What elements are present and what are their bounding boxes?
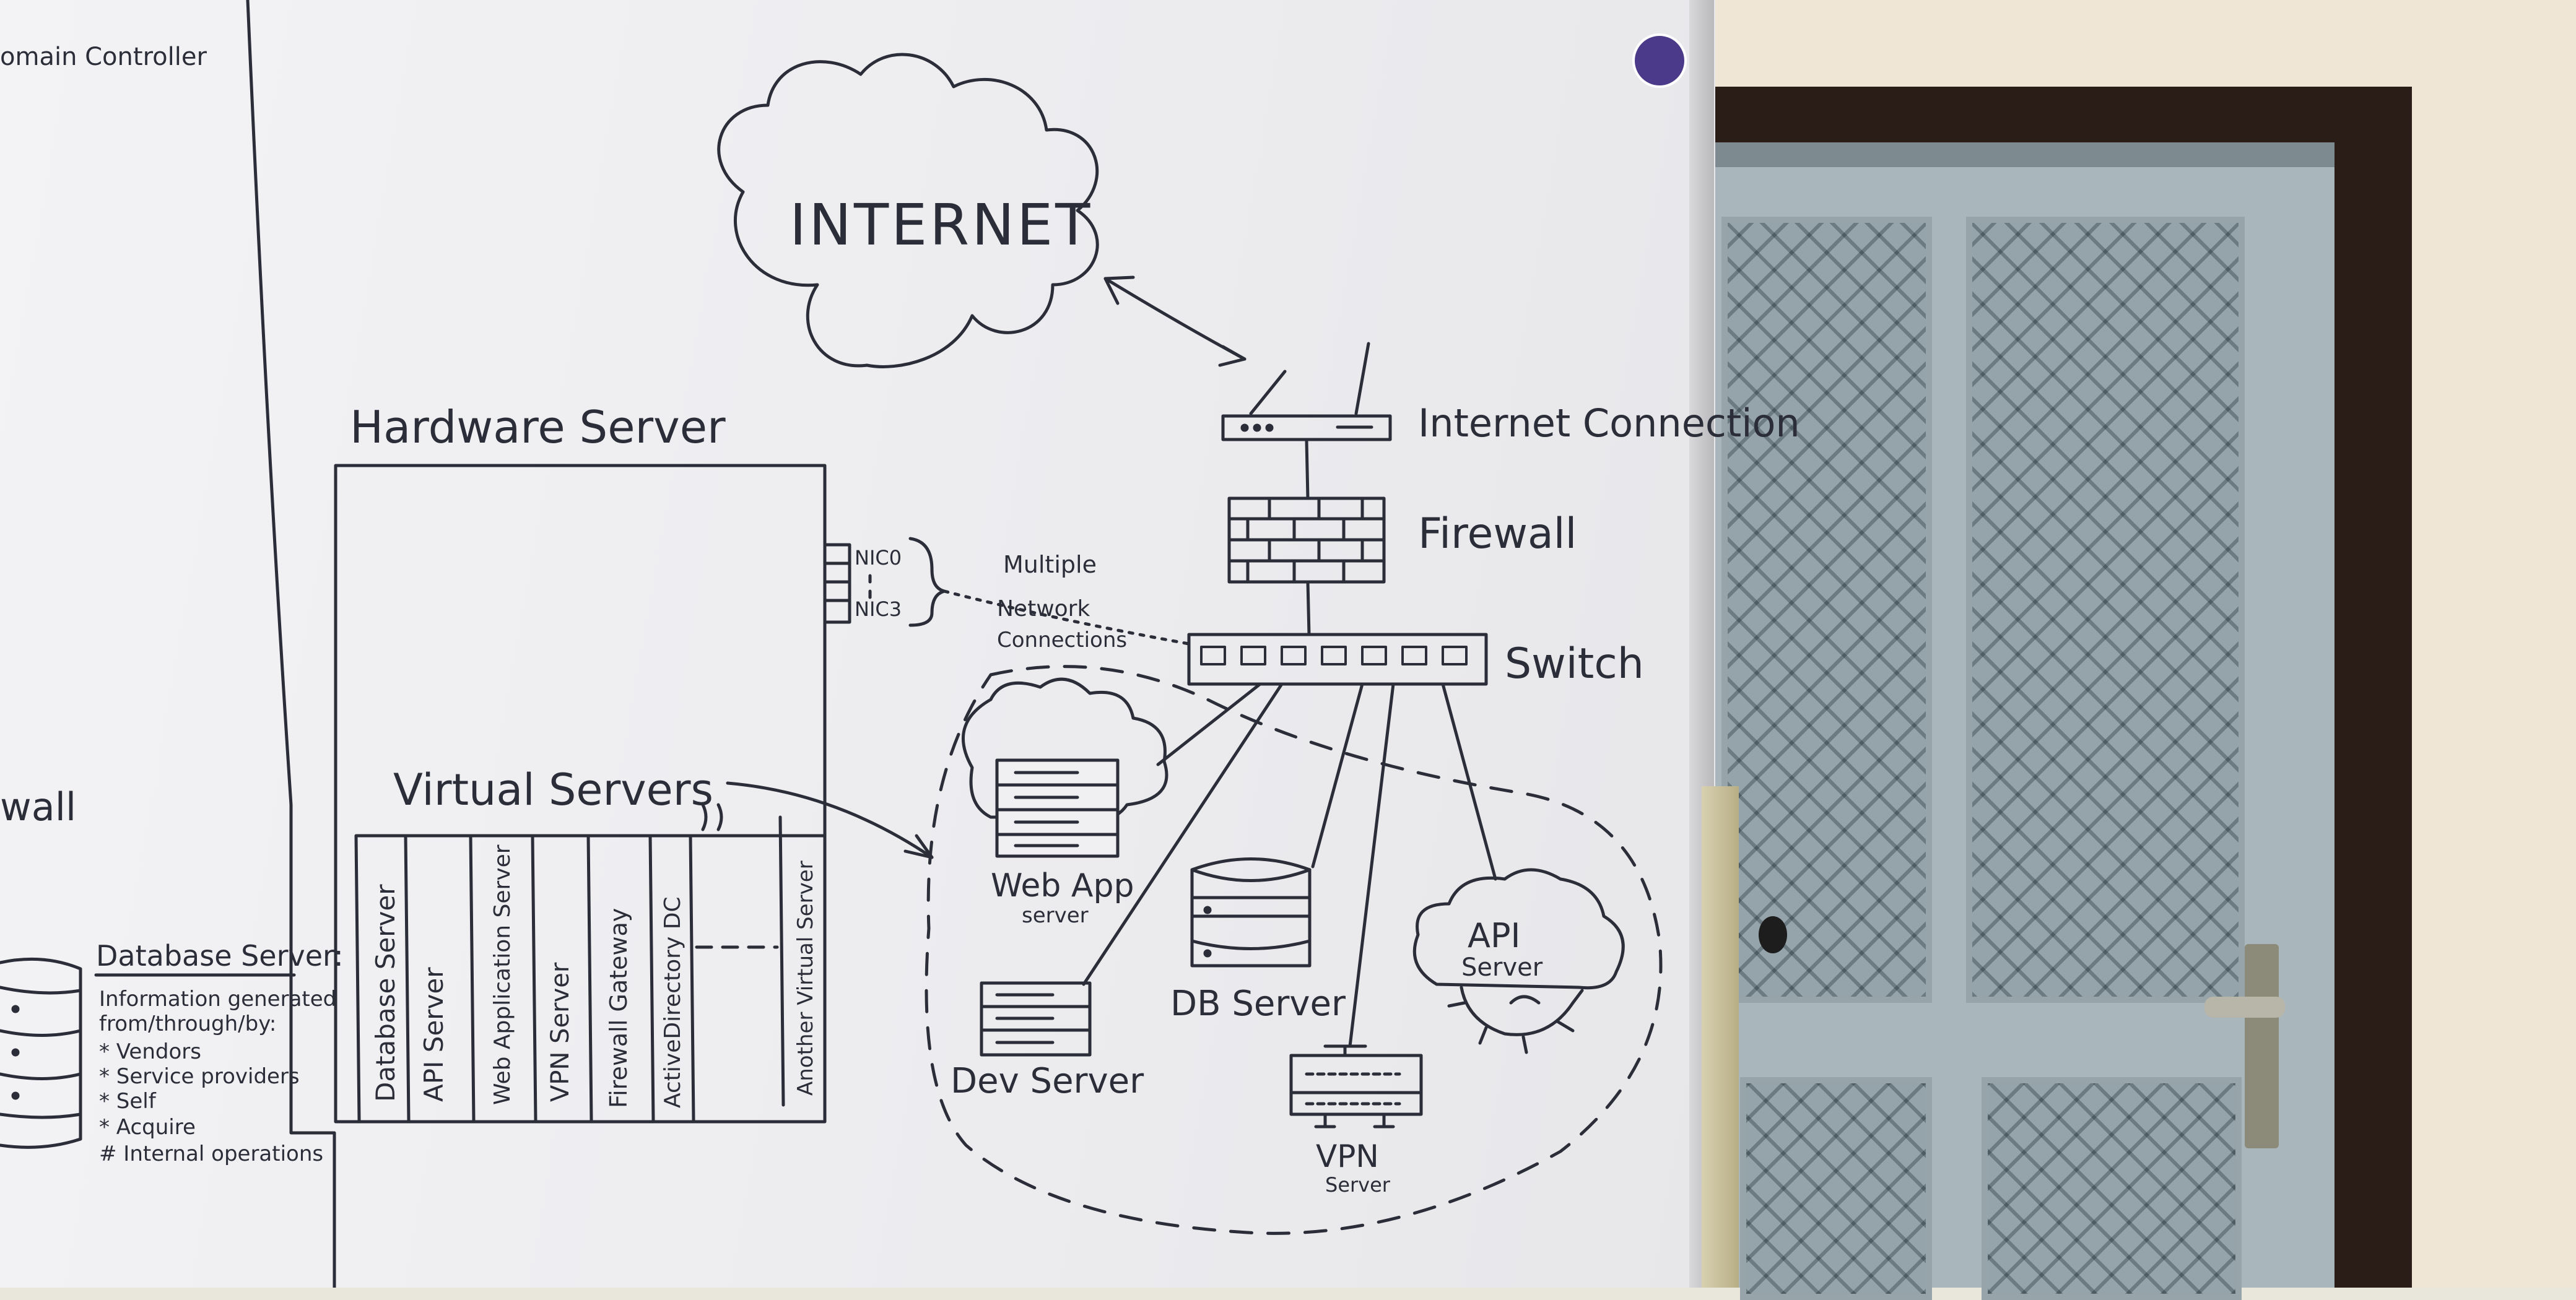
slot-api-server: API Server: [419, 967, 449, 1102]
door-glass-panel-top-right: [1966, 217, 2245, 1003]
connections-label: Connections: [997, 628, 1127, 652]
slot-another-virtual-server: Another Virtual Server: [793, 860, 818, 1096]
slot-web-application-server: Web Application Server: [490, 844, 515, 1105]
switch-dev-server-link: [1082, 682, 1284, 986]
firewall-label: Firewall: [1418, 509, 1577, 558]
internet-link-arrowhead-bottom: [1218, 345, 1247, 367]
virtual-servers-arrow: [726, 781, 934, 859]
web-app-server-icon: [995, 758, 1120, 858]
internet-cloud: [717, 53, 1099, 368]
database-note-line: * Acquire: [99, 1115, 196, 1140]
board-divider-line: [246, 0, 336, 1288]
whiteboard-hinge: [1702, 786, 1739, 1288]
switch-icon: [1187, 633, 1488, 686]
web-app-label: Web App: [991, 867, 1134, 904]
nic-bottom-label: NIC3: [855, 597, 902, 621]
door-handle[interactable]: [2204, 997, 2285, 1018]
database-notes-lines: Information generated from/through/by: *…: [99, 987, 336, 1166]
web-app-sublabel: server: [1022, 903, 1089, 928]
vpn-sublabel: Server: [1325, 1173, 1391, 1197]
slot-database-server: Database Server: [370, 884, 401, 1102]
switch-web-app-link: [1156, 682, 1262, 766]
switch-api-link: [1441, 682, 1497, 881]
multiple-label: Multiple: [1003, 551, 1097, 578]
whiteboard: [0, 0, 1715, 1288]
db-server-label: DB Server: [1170, 984, 1346, 1024]
database-note-line: Information generated: [99, 987, 336, 1012]
api-server-gear-icon: [1447, 986, 1584, 1054]
switch-vpn-link: [1348, 682, 1395, 1048]
api-server-cloud: [1412, 868, 1625, 990]
slot-active-directory-dc: ActiveDirectory DC: [660, 896, 685, 1108]
left-mid-text: wall: [0, 784, 76, 830]
api-server-label: API: [1468, 916, 1520, 955]
switch-db-server-link: [1311, 682, 1364, 869]
database-note-line: * Service providers: [99, 1064, 300, 1089]
dev-server-label: Dev Server: [951, 1061, 1144, 1101]
hardware-server-box: [334, 464, 827, 1124]
left-database-icon: [0, 957, 82, 1149]
board-logo-sticker: [1632, 33, 1687, 88]
internet-link-arrowhead-top: [1103, 275, 1135, 305]
nic-switch-dotted-link: [942, 589, 1191, 646]
slot-vpn-server: VPN Server: [546, 962, 575, 1102]
database-note-line: * Vendors: [99, 1039, 201, 1064]
virtual-server-slot-labels: Database Server API Server Web Applicati…: [370, 844, 818, 1108]
door-handle-plate: [2245, 944, 2279, 1148]
wall-right: [2412, 0, 2576, 1288]
db-server-icon: [1190, 857, 1312, 968]
door-glass-panel-bottom-left: [1740, 1077, 1932, 1300]
database-notes-title: Database Server:: [96, 939, 344, 973]
router-firewall-link: [1305, 439, 1310, 500]
database-note-line: * Self: [99, 1089, 157, 1114]
internet-connection-label: Internet Connection: [1418, 401, 1800, 446]
nic-top-label: NIC0: [855, 546, 902, 570]
door-knob[interactable]: [1759, 916, 1787, 953]
vpn-server-icon: [1289, 1044, 1423, 1129]
hardware-server-label: Hardware Server: [350, 401, 726, 453]
left-top-text: omain Controller: [0, 43, 207, 71]
switch-label: Switch: [1505, 639, 1644, 688]
nic-port-lines: [823, 561, 851, 602]
door-glass-panel-top-left: [1721, 217, 1932, 1003]
slot-firewall-gateway: Firewall Gateway: [605, 908, 632, 1108]
database-note-line: # Internal operations: [99, 1142, 323, 1166]
door-glass-panel-bottom-right: [1982, 1077, 2242, 1300]
virtual-servers-arrowhead: [903, 834, 934, 859]
internet-cloud-label: INTERNET: [790, 192, 1092, 258]
firewall-switch-link: [1306, 580, 1311, 636]
database-note-line: from/through/by:: [99, 1012, 276, 1036]
virtual-servers-squiggle: [701, 803, 723, 831]
firewall-icon: [1227, 496, 1386, 584]
dev-server-icon: [980, 981, 1092, 1057]
vpn-label: VPN: [1316, 1138, 1379, 1174]
api-server-sublabel: Server: [1461, 953, 1543, 982]
door-top-rail: [1715, 142, 2334, 167]
network-boundary-dashed: [925, 665, 1663, 1235]
virtual-servers-rack: [354, 815, 827, 1122]
virtual-servers-label: Virtual Servers: [393, 765, 713, 815]
router-icon: [1221, 342, 1392, 441]
nic-brace: [908, 537, 946, 627]
